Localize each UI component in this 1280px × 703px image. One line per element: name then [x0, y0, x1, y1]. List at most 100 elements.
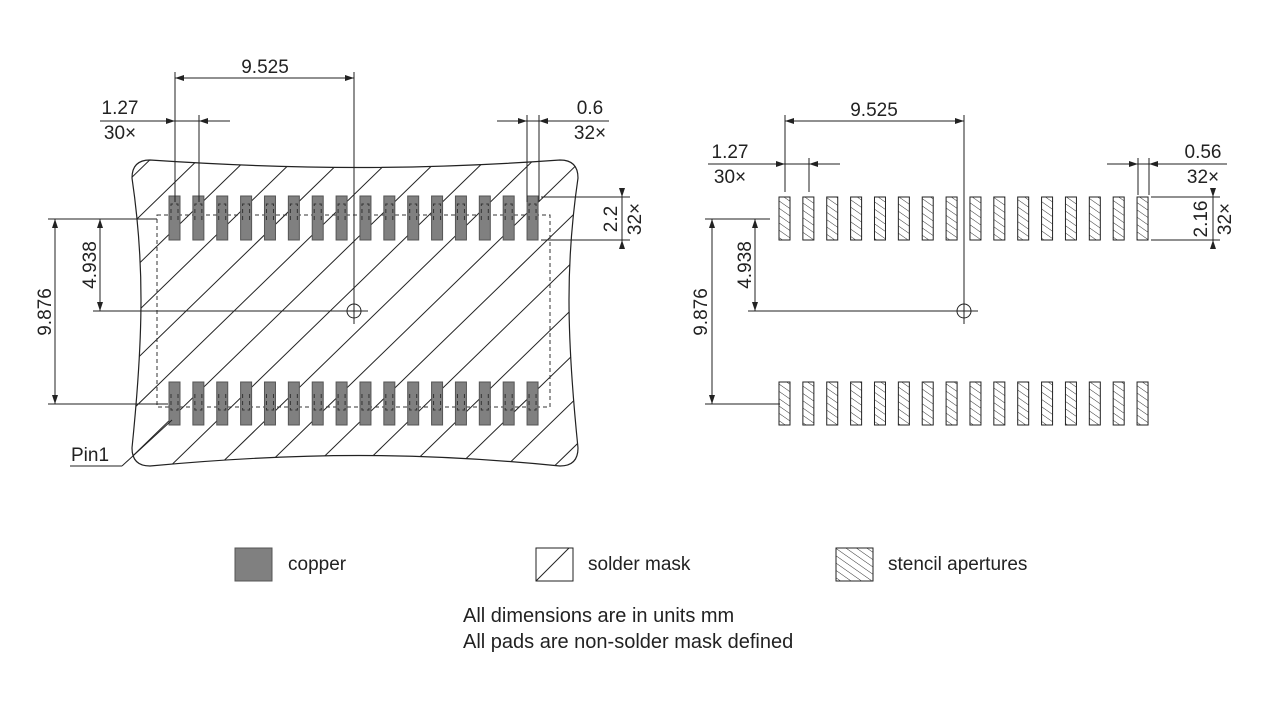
stencil-aperture — [1136, 381, 1149, 426]
copper-pad — [240, 381, 253, 426]
stencil-aperture — [778, 196, 791, 241]
terminal-outline — [265, 203, 274, 220]
mask-hatch-line — [155, 160, 497, 466]
right-view: 9.525 1.27 30× 0.56 32× 2.16 32× — [691, 100, 1236, 426]
terminal-outline — [242, 394, 251, 411]
stencil-aperture — [1112, 196, 1125, 241]
pin1-label: Pin1 — [71, 445, 109, 466]
top-pad-row — [168, 195, 539, 241]
stencil-aperture — [1041, 381, 1054, 426]
copper-pad — [263, 195, 276, 241]
copper-pad — [383, 381, 396, 426]
stencil-aperture — [993, 196, 1006, 241]
terminal-outline — [528, 394, 537, 411]
stencil-aperture — [1088, 381, 1101, 426]
dim-pitch-count: 30× — [104, 123, 136, 144]
terminal-outline — [433, 394, 442, 411]
copper-pad — [263, 381, 276, 426]
bottom-aperture-row — [778, 381, 1149, 426]
dim-pad-span-label: 9.525 — [850, 100, 898, 121]
dim-half-row-span-label: 4.938 — [80, 241, 101, 289]
stencil-aperture — [873, 196, 886, 241]
stencil-aperture — [969, 196, 982, 241]
terminal-outline — [265, 394, 274, 411]
copper-pad — [192, 195, 205, 241]
terminal-outline — [504, 203, 513, 220]
stencil-aperture — [921, 196, 934, 241]
mask-hatch-line — [299, 160, 578, 466]
terminal-outline — [409, 394, 418, 411]
stencil-aperture — [969, 381, 982, 426]
copper-pad — [240, 195, 253, 241]
dim-pitch-count: 30× — [714, 167, 746, 188]
copper-pad — [287, 195, 300, 241]
stencil-aperture — [1136, 196, 1149, 241]
copper-pad — [526, 195, 539, 241]
mask-hatch-line — [132, 160, 353, 466]
stencil-aperture — [873, 381, 886, 426]
copper-pad — [407, 381, 420, 426]
dim-pad-width-count: 32× — [1187, 167, 1219, 188]
terminal-outline — [337, 203, 346, 220]
dim-pad-width-count: 32× — [574, 123, 606, 144]
dimension-half-row-span: 4.938 — [80, 218, 340, 312]
stencil-aperture — [1017, 196, 1030, 241]
copper-pad — [454, 195, 467, 241]
stencil-aperture — [1017, 381, 1030, 426]
terminal-outline — [361, 394, 370, 411]
dim-row-span-label: 9.876 — [691, 288, 712, 336]
legend-item-copper: copper — [234, 547, 347, 582]
terminal-outline — [480, 203, 489, 220]
dimension-row-span: 9.876 — [35, 218, 168, 405]
copper-pad — [478, 195, 491, 241]
terminal-outline — [409, 203, 418, 220]
terminal-outline — [313, 394, 322, 411]
terminal-outline — [218, 203, 227, 220]
dimension-pad-span: 9.525 — [174, 57, 355, 296]
copper-pad — [502, 195, 515, 241]
left-view: 9.525 1.27 30× 0.6 32× 2.2 32× — [0, 57, 1280, 480]
terminal-outline — [385, 203, 394, 220]
note-pads: All pads are non-solder mask defined — [463, 631, 794, 653]
copper-pad — [335, 195, 348, 241]
mask-hatch-line — [0, 150, 16, 480]
mask-hatch-line — [251, 160, 578, 466]
dim-pad-length-label: 2.2 — [601, 206, 622, 232]
mask-hatch-line — [1020, 150, 1280, 480]
mask-hatch-line — [132, 160, 209, 466]
dimension-pitch: 1.27 30× — [100, 98, 230, 202]
dim-pad-length-label: 2.16 — [1191, 201, 1212, 238]
legend-label-copper: copper — [288, 554, 347, 575]
copper-pad — [335, 381, 348, 426]
terminal-outline — [170, 203, 179, 220]
dimension-pad-width: 0.6 32× — [497, 98, 609, 202]
copper-pad — [359, 195, 372, 241]
stencil-aperture — [1112, 381, 1125, 426]
dim-pad-length-count: 32× — [1215, 203, 1236, 235]
stencil-aperture — [993, 381, 1006, 426]
mask-hatch-line — [443, 160, 578, 466]
copper-pad — [502, 381, 515, 426]
dim-pad-span-label: 9.525 — [241, 57, 289, 78]
stencil-aperture — [1064, 196, 1077, 241]
stencil-aperture — [802, 196, 815, 241]
stencil-aperture — [945, 381, 958, 426]
terminal-outline — [289, 203, 298, 220]
top-aperture-row — [778, 196, 1149, 241]
terminal-outline — [433, 203, 442, 220]
copper-pad — [454, 381, 467, 426]
legend-label-solder-mask: solder mask — [588, 554, 691, 575]
terminal-outline — [218, 394, 227, 411]
stencil-aperture — [1041, 196, 1054, 241]
dimension-pitch: 1.27 30× — [708, 142, 840, 192]
center-mark — [950, 296, 978, 324]
dimension-pad-length: 2.16 32× — [1151, 188, 1236, 249]
terminal-outline — [242, 203, 251, 220]
dim-row-span-label: 9.876 — [35, 288, 56, 336]
stencil-aperture — [1088, 196, 1101, 241]
copper-pad — [359, 381, 372, 426]
terminal-outline — [194, 203, 203, 220]
dimension-row-span: 9.876 — [691, 218, 780, 405]
copper-pad — [168, 381, 181, 426]
